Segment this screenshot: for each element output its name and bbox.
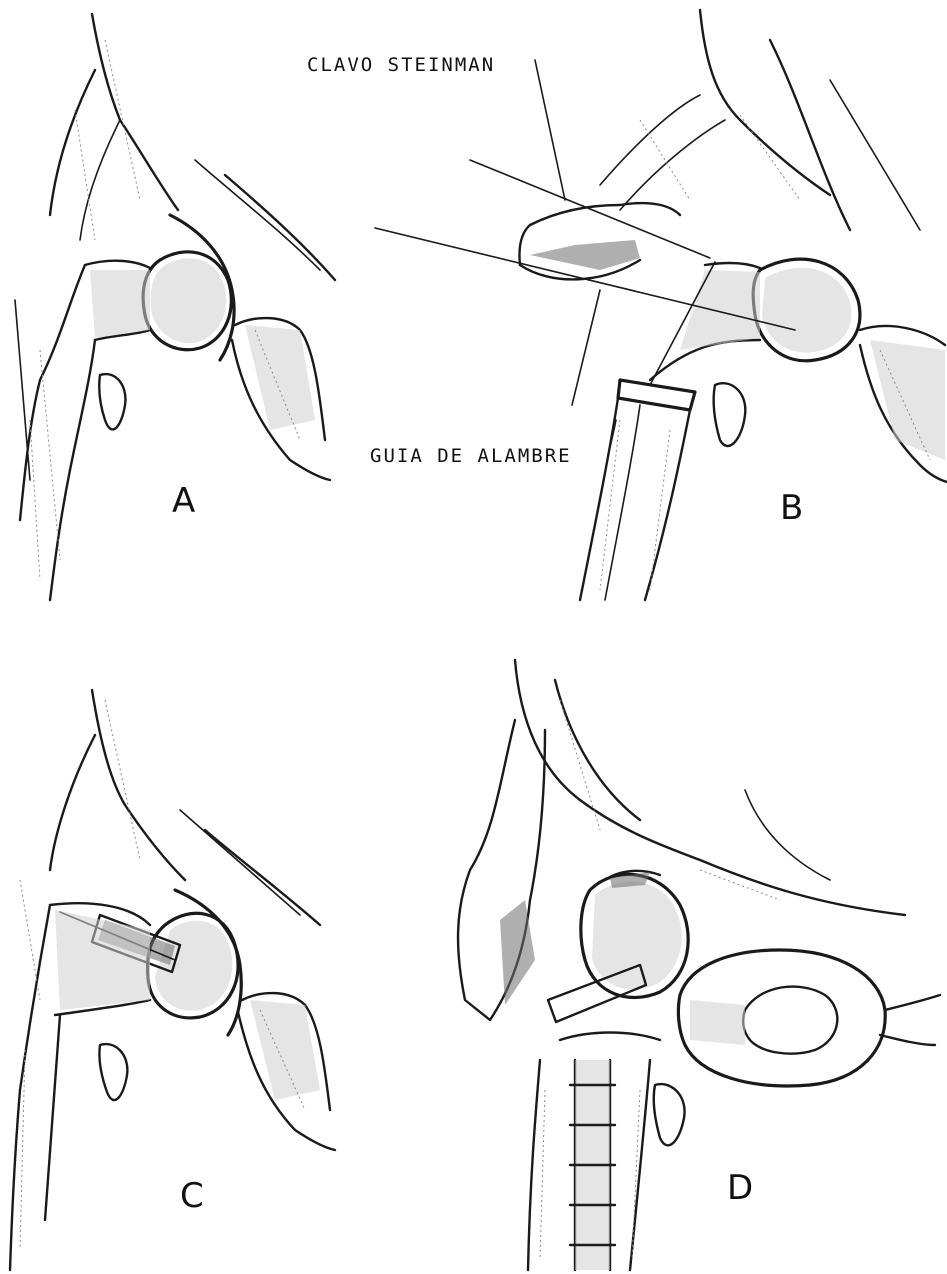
guia-de-alambre-label: GUIA DE ALAMBRE — [370, 445, 572, 467]
panel-a-label: A — [172, 481, 195, 521]
panel-b-drawing — [375, 10, 947, 600]
panel-d-label: D — [727, 1168, 753, 1208]
clavo-steinman-label: CLAVO STEINMAN — [307, 54, 495, 76]
panel-c-label: C — [180, 1176, 204, 1216]
panel-c-drawing — [10, 690, 335, 1270]
panel-d-drawing — [458, 660, 940, 1270]
panel-b-label: B — [780, 488, 803, 528]
